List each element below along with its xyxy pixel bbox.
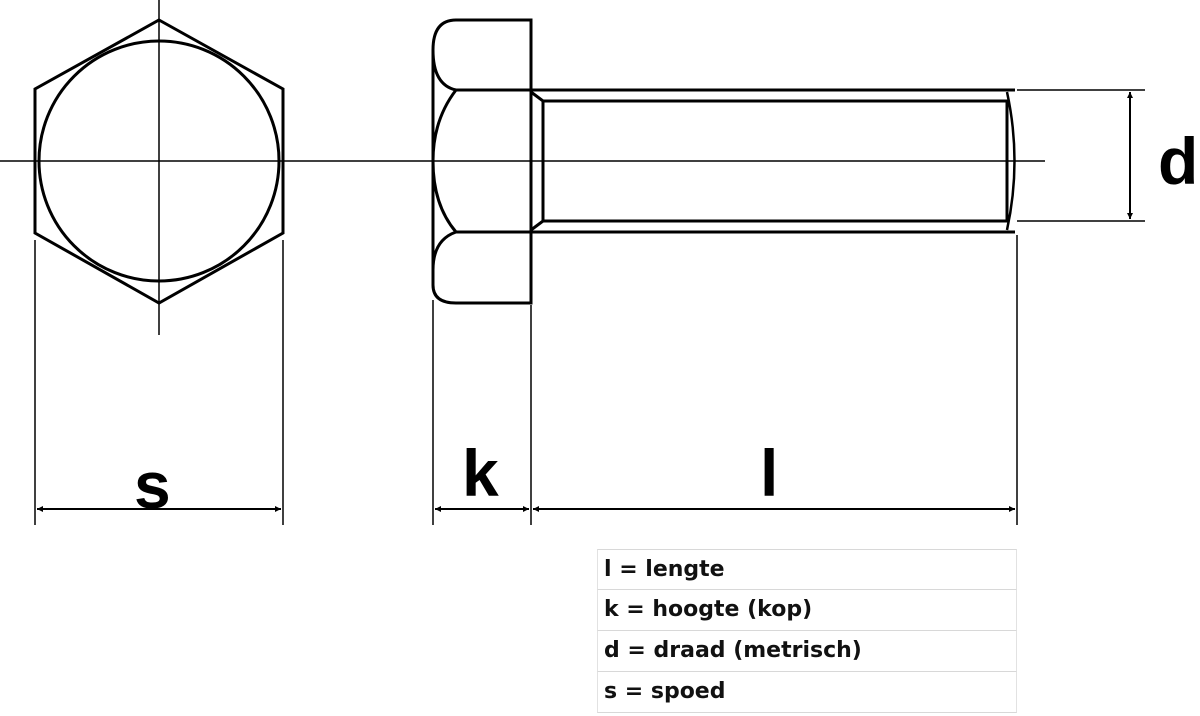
dimension-lines: [432, 89, 1145, 525]
thread-root-outline: [530, 90, 1009, 232]
head-top-face-arc: [431, 49, 457, 92]
bolt-end-chamfer: [1005, 91, 1016, 231]
legend-text: k = hoogte (kop): [604, 597, 813, 622]
legend-text: d = draad (metrisch): [604, 638, 862, 663]
head-middle-face-arc: [431, 89, 458, 233]
legend-row-wrench-size: s = spoed: [597, 672, 1017, 713]
legend-row-head-height: k = hoogte (kop): [597, 590, 1017, 631]
head-bottom-face-arc: [431, 230, 457, 271]
legend-row-thread: d = draad (metrisch): [597, 631, 1017, 672]
legend-table: l = lengte k = hoogte (kop) d = draad (m…: [597, 549, 1017, 713]
hex-head-top-view: [0, 0, 1045, 525]
legend-text: l = lengte: [604, 557, 725, 582]
bolt-side-view: [431, 18, 1016, 305]
legend-row-length: l = lengte: [597, 549, 1017, 590]
dimension-label-l: l: [760, 436, 779, 510]
legend-text: s = spoed: [604, 679, 726, 704]
dimension-label-d: d: [1158, 124, 1199, 198]
dimension-label-k: k: [462, 436, 499, 510]
dimension-label-s: s: [134, 448, 171, 522]
head-outline: [431, 18, 533, 305]
